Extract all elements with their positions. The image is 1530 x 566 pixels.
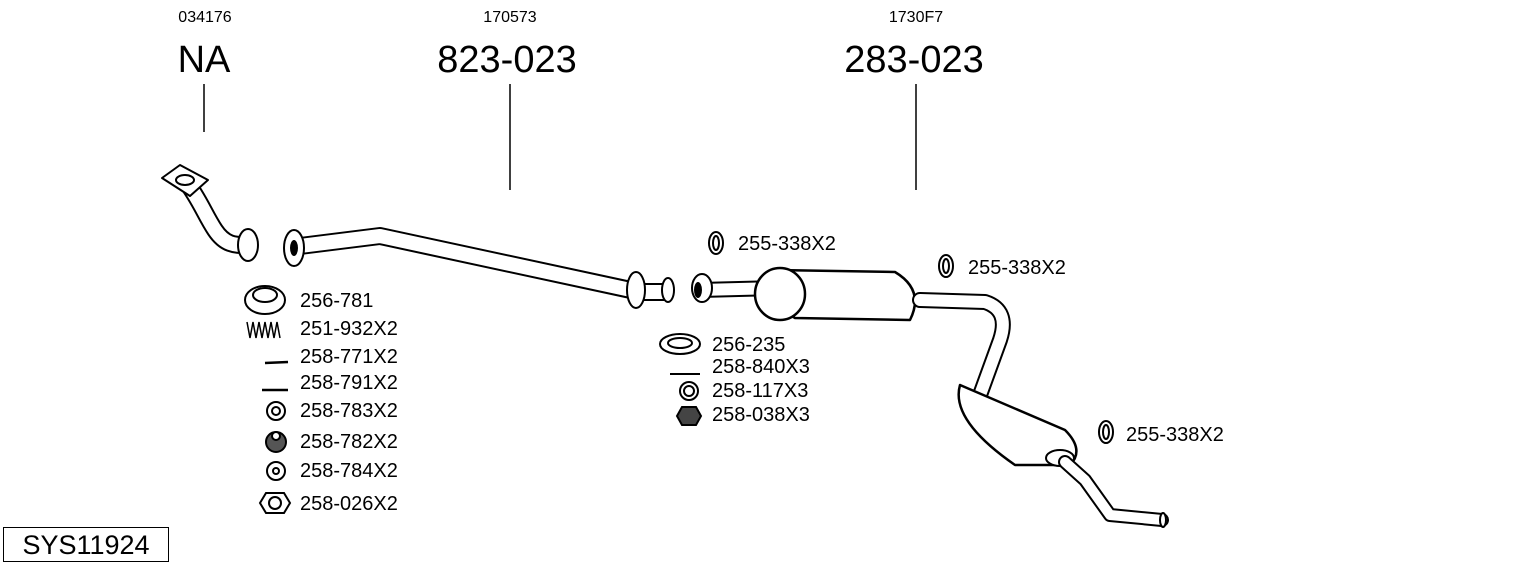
system-id-box: SYS11924 [3,527,169,562]
part-label[interactable]: 256-235 [712,334,786,356]
part-label[interactable]: 258-117X3 [712,380,809,402]
group-code: 1730F7 [888,9,944,26]
part-label[interactable]: 255-338X2 [968,257,1066,279]
part-label[interactable]: 258-026X2 [300,493,398,515]
part-number[interactable]: NA [177,39,231,81]
part-label[interactable]: 258-784X2 [300,460,398,482]
group-code: 034176 [178,9,232,26]
part-label[interactable]: 251-932X2 [300,318,398,340]
silencers [691,266,1169,528]
front-pipe [161,164,259,262]
part-label[interactable]: 256-781 [300,290,374,312]
part-label[interactable]: 255-338X2 [1126,424,1224,446]
part-label[interactable]: 258-782X2 [300,431,398,453]
intermediate-pipe [283,227,675,309]
part-number[interactable]: 283-023 [844,39,984,81]
part-label[interactable]: 258-771X2 [300,346,398,368]
part-label[interactable]: 258-840X3 [712,356,810,378]
part-label[interactable]: 258-783X2 [300,400,398,422]
spring-icon [246,321,281,339]
part-label[interactable]: 258-791X2 [300,372,398,394]
bolt-icon [264,360,289,365]
nut-icon [675,406,703,426]
part-label[interactable]: 258-038X3 [712,404,810,426]
part-number[interactable]: 823-023 [437,39,577,81]
group-code: 170573 [483,9,537,26]
part-label[interactable]: 255-338X2 [738,233,836,255]
